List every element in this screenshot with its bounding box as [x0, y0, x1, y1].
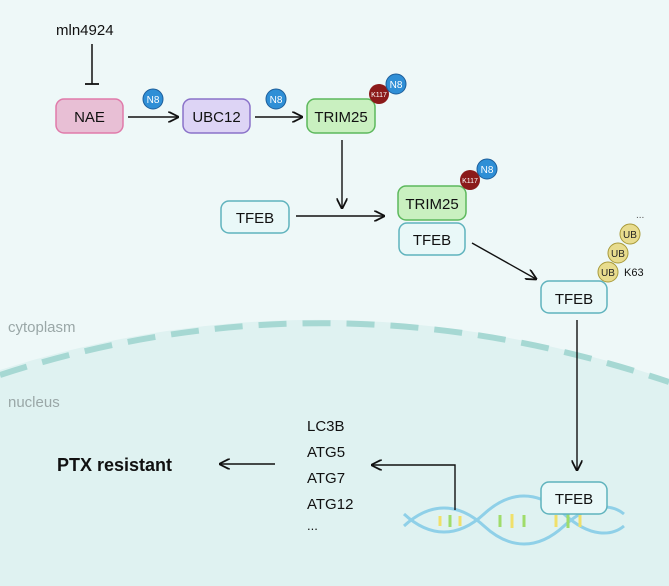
- svg-text:N8: N8: [390, 80, 403, 91]
- gene-atg5: ATG5: [307, 444, 345, 461]
- ubc12-label: UBC12: [192, 109, 240, 126]
- cytoplasm-label: cytoplasm: [8, 319, 76, 336]
- nucleus-region: [0, 319, 669, 586]
- nuclear-membrane: [0, 320, 669, 385]
- svg-text:N8: N8: [481, 165, 494, 176]
- arrow-ubiquitination: [471, 242, 536, 279]
- trim25-top-node: TRIM25: [306, 98, 376, 134]
- k117-badge-1: K117: [369, 84, 389, 104]
- gene-lc3b: LC3B: [307, 418, 345, 435]
- ub-badge-2: UB: [607, 242, 629, 264]
- target-gene-list: LC3B ATG5 ATG7 ATG12 ...: [307, 418, 353, 533]
- trim25-top-label: TRIM25: [314, 109, 367, 126]
- svg-text:K117: K117: [371, 92, 387, 99]
- tfeb-left-label: TFEB: [236, 210, 274, 227]
- tfeb-nucleus-node: TFEB: [540, 481, 608, 515]
- k117-badge-2: K117: [460, 170, 480, 190]
- ub-badge-3: UB: [619, 223, 641, 245]
- gene-atg7: ATG7: [307, 470, 345, 487]
- tfeb-complex-label: TFEB: [413, 232, 451, 249]
- tfeb-nucleus-label: TFEB: [555, 491, 593, 508]
- k63-label: K63: [624, 267, 644, 279]
- arrow-transcription: [372, 465, 456, 510]
- ubc12-node: UBC12: [182, 98, 251, 134]
- tfeb-complex-node: TFEB: [398, 222, 466, 256]
- trim25-complex-node: TRIM25: [397, 185, 467, 221]
- svg-text:K117: K117: [462, 178, 478, 185]
- svg-text:N8: N8: [147, 95, 160, 106]
- nucleus-label: nucleus: [8, 394, 60, 411]
- svg-text:N8: N8: [270, 95, 283, 106]
- nae-label: NAE: [74, 109, 105, 126]
- n8-badge-4: N8: [476, 158, 498, 180]
- svg-text:UB: UB: [611, 249, 625, 260]
- svg-text:UB: UB: [623, 230, 637, 241]
- tfeb-ub-label: TFEB: [555, 291, 593, 308]
- n8-badge-2: N8: [265, 88, 287, 110]
- ub-chain-ellipsis: ...: [636, 210, 644, 221]
- tfeb-left-node: TFEB: [220, 200, 290, 234]
- ub-badge-1: UB: [597, 261, 619, 283]
- gene-atg12: ATG12: [307, 496, 353, 513]
- tfeb-ub-node: TFEB: [540, 280, 608, 314]
- svg-text:UB: UB: [601, 268, 615, 279]
- inhibitor-label: mln4924: [56, 22, 114, 39]
- trim25-complex-label: TRIM25: [405, 196, 458, 213]
- outcome-label: PTX resistant: [57, 455, 172, 475]
- n8-badge-1: N8: [142, 88, 164, 110]
- nae-node: NAE: [55, 98, 124, 134]
- gene-ellipsis: ...: [307, 518, 318, 533]
- n8-badge-3: N8: [385, 73, 407, 95]
